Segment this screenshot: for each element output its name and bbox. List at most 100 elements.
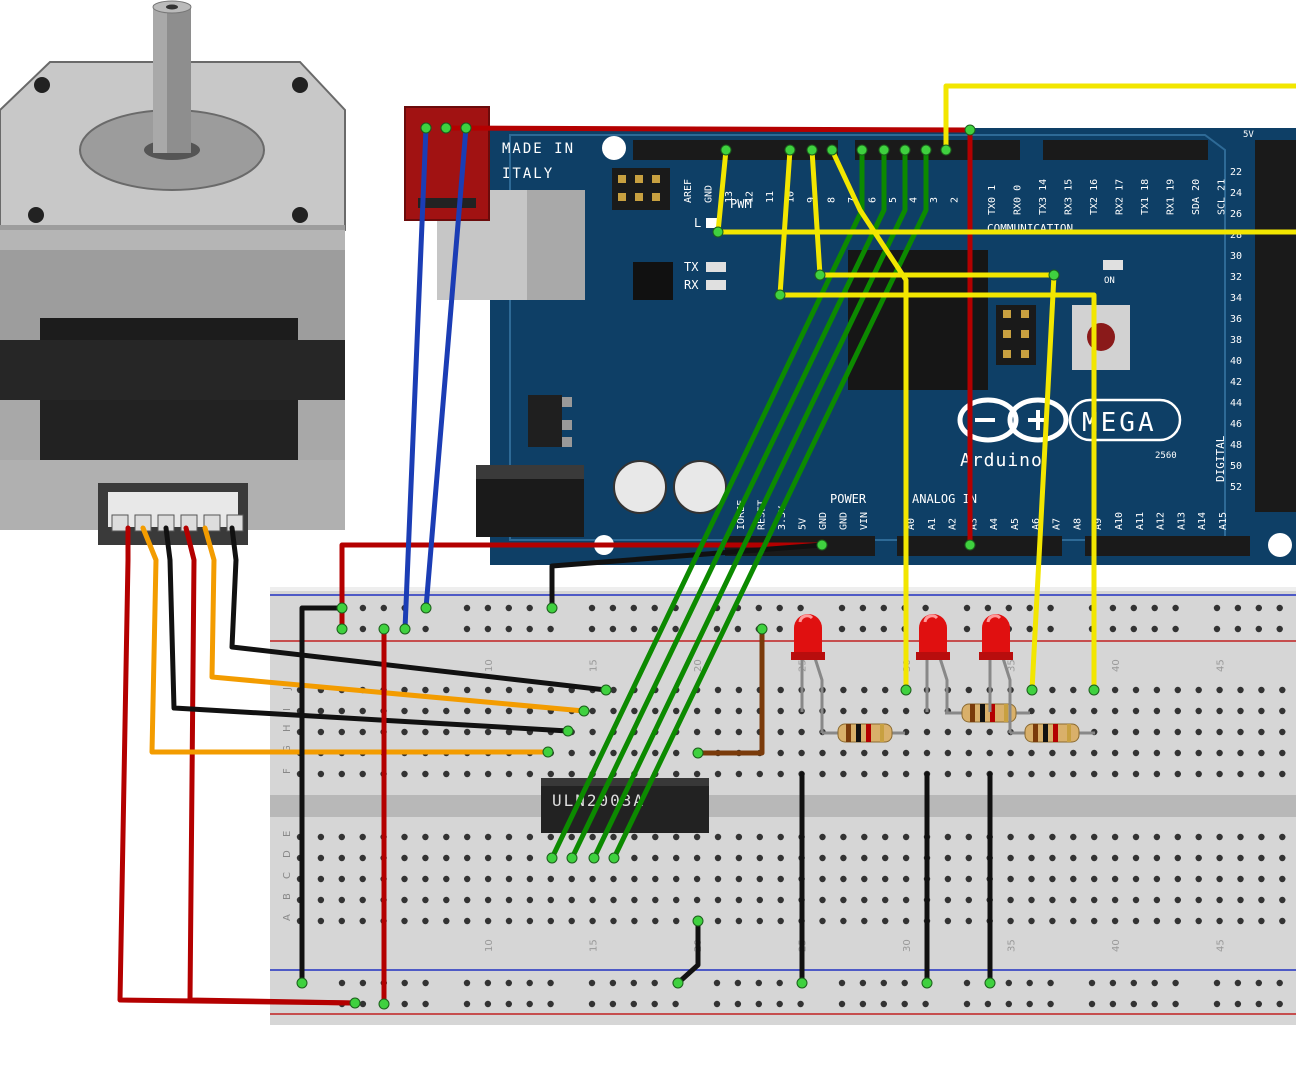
side-pin-label: 30 (1230, 251, 1242, 262)
rail-hole (755, 979, 762, 987)
breadboard-hole (610, 749, 617, 757)
breadboard-hole (526, 833, 534, 841)
breadboard-hole (1237, 833, 1244, 841)
breadboard-hole (1174, 707, 1182, 715)
breadboard-hole (735, 854, 743, 862)
wire-endpoint (774, 289, 786, 301)
breadboard-hole (1070, 707, 1077, 715)
rail-hole (359, 1000, 367, 1008)
side-pin-label: 44 (1230, 398, 1242, 409)
breadboard-hole (1049, 707, 1056, 715)
breadboard-hole (756, 833, 763, 841)
wire-endpoint (399, 623, 411, 635)
rail-hole (1130, 1000, 1138, 1008)
breadboard-hole (443, 770, 450, 778)
arduino-brand: Arduino (960, 450, 1043, 471)
rail-hole (797, 1000, 804, 1008)
rail-hole (922, 604, 929, 612)
breadboard-hole (1195, 917, 1202, 925)
breadboard-hole (1279, 875, 1286, 883)
breadboard-hole (422, 686, 429, 694)
breadboard-hole (338, 854, 345, 862)
breadboard-hole (965, 917, 972, 925)
breadboard-hole (338, 833, 345, 841)
breadboard-hole (422, 917, 429, 925)
breadboard-hole (1049, 917, 1056, 925)
breadboard-hole (1153, 728, 1161, 736)
column-number: 45 (1216, 939, 1227, 952)
breadboard-hole (1111, 686, 1119, 694)
wire-endpoint (440, 122, 452, 134)
breadboard-hole (1174, 833, 1182, 841)
breadboard-hole (631, 917, 638, 925)
breadboard-hole (986, 728, 993, 736)
breadboard-hole (673, 917, 680, 925)
wire-endpoint (608, 852, 620, 864)
breadboard-hole (464, 833, 471, 841)
breadboard-hole (526, 917, 534, 925)
side-pin-label: 42 (1230, 377, 1242, 388)
row-letter: C (282, 872, 293, 879)
breadboard-hole (464, 875, 471, 883)
breadboard-hole (944, 833, 952, 841)
breadboard-hole (1111, 896, 1119, 904)
wire-endpoint (542, 746, 554, 758)
breadboard-hole (756, 896, 763, 904)
rail-hole (963, 1000, 971, 1008)
rail-hole (1109, 625, 1117, 633)
analog-pin-label: A1 (927, 518, 938, 530)
breadboard-hole (819, 833, 826, 841)
breadboard-hole (443, 875, 450, 883)
breadboard-hole (1028, 749, 1035, 757)
rail-hole (1276, 979, 1283, 987)
breadboard-hole (359, 770, 366, 778)
breadboard-hole (610, 896, 617, 904)
breadboard-hole (965, 686, 972, 694)
yellow-wire-top (943, 83, 1296, 153)
breadboard-hole (1237, 707, 1244, 715)
breadboard-hole (547, 686, 554, 694)
breadboard-hole (526, 875, 534, 883)
rail-hole (1130, 979, 1138, 987)
rail-hole (380, 604, 387, 612)
wire-endpoint (712, 226, 724, 238)
breadboard-hole (902, 917, 910, 925)
breadboard-hole (777, 833, 784, 841)
rail-hole (984, 604, 992, 612)
breadboard-hole (944, 854, 952, 862)
column-number: 35 (1007, 939, 1018, 952)
breadboard-hole (1195, 896, 1202, 904)
wire-endpoint (1048, 269, 1060, 281)
breadboard-hole (568, 833, 575, 841)
wire-endpoint (816, 539, 828, 551)
breadboard-hole (673, 896, 680, 904)
breadboard-hole (1258, 749, 1265, 757)
breadboard-hole (714, 707, 722, 715)
breadboard-hole (1070, 833, 1077, 841)
breadboard-hole (505, 875, 513, 883)
rail-hole (776, 604, 783, 612)
rail-hole (1255, 979, 1263, 987)
breadboard-hole (464, 896, 471, 904)
top-pin-label: 3 (929, 197, 940, 203)
breadboard-hole (317, 728, 325, 736)
breadboard-hole (1028, 917, 1035, 925)
sensor-blue-wire-1 (402, 125, 429, 632)
motor-black-lead-1 (163, 525, 571, 734)
row-letter: E (282, 831, 293, 837)
breadboard-hole (1153, 833, 1161, 841)
top-pin-label: 9 (806, 197, 817, 203)
breadboard-hole (464, 686, 471, 694)
breadboard-hole (714, 875, 722, 883)
breadboard-hole (735, 728, 743, 736)
breadboard-hole (1091, 749, 1098, 757)
resistor-1 (822, 723, 905, 743)
breadboard-hole (338, 875, 345, 883)
wire-endpoint (378, 998, 390, 1010)
breadboard-hole (359, 728, 366, 736)
led-2 (916, 614, 950, 713)
breadboard-hole (1070, 854, 1077, 862)
breadboard-hole (422, 728, 429, 736)
breadboard-hole (1070, 896, 1077, 904)
